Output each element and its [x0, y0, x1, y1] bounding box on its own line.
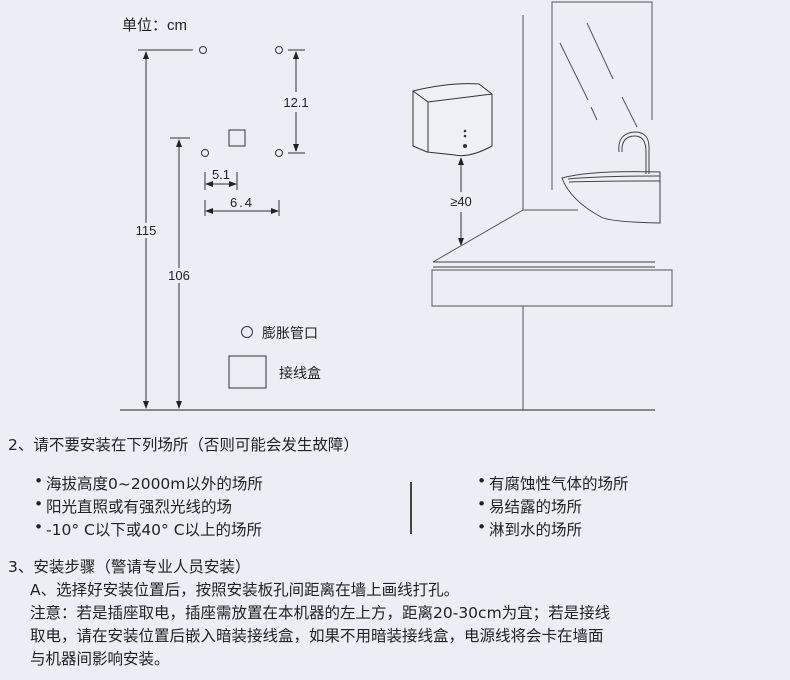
note-line: 取电，请在安装位置后嵌入暗装接线盒，如果不用暗装接线盒，电源线将会卡在墙面 — [30, 627, 604, 645]
anchor-hole-top-left — [199, 46, 207, 54]
legend-junction-box-icon — [228, 355, 267, 389]
anchor-hole-bottom-right — [275, 149, 283, 157]
column-divider — [410, 482, 412, 534]
bad-location-item: 海拔高度0~2000m以外的场所 — [46, 475, 263, 493]
note-line: 与机器间影响安装。 — [30, 650, 170, 668]
counter-front — [431, 269, 673, 307]
unit-label: 单位：cm — [122, 17, 187, 34]
clearance-label: ≥40 — [450, 194, 472, 209]
mirror — [551, 1, 653, 190]
legend-anchor-label: 膨胀管口 — [262, 325, 318, 341]
bad-location-item: -10° C以下或40° C以上的场所 — [46, 521, 263, 539]
bad-location-item: 有腐蚀性气体的场所 — [489, 475, 629, 493]
section2-heading: 2、请不要安装在下列场所（否则可能会发生故障） — [8, 436, 359, 454]
installation-diagram: 单位：cm 115 106 12.1 5.1 6.4 ≥40 膨胀管口 接线盒 — [120, 1, 673, 411]
faucet-icon — [618, 131, 650, 174]
hand-dryer-icon — [412, 83, 493, 157]
dim-106-label: 106 — [168, 268, 190, 283]
anchor-hole-bottom-left — [201, 149, 209, 157]
dim-115-label: 115 — [136, 223, 157, 238]
bullet-icon: • — [477, 495, 487, 513]
anchor-hole-top-right — [275, 46, 283, 54]
bad-location-item: 易结露的场所 — [489, 498, 583, 516]
legend-junction-box-label: 接线盒 — [279, 365, 321, 381]
dim-6-4-label: 6.4 — [230, 195, 254, 210]
note-line: 注意：若是插座取电，插座需放置在本机器的左上方，距离20-30cm为宜；若是接线 — [30, 604, 611, 622]
bad-location-item: 阳光直照或有强烈光线的场 — [46, 498, 233, 516]
bullet-icon: • — [477, 518, 487, 536]
sink-icon — [561, 171, 661, 224]
dim-5-1-label: 5.1 — [212, 167, 230, 182]
junction-box-marker — [228, 129, 246, 147]
bullet-icon: • — [34, 472, 44, 490]
bullet-icon: • — [477, 472, 487, 490]
countertop — [432, 209, 578, 263]
bad-location-item: 淋到水的场所 — [489, 521, 583, 539]
bullet-icon: • — [34, 518, 44, 536]
legend-anchor-icon — [241, 326, 253, 338]
section3-heading: 3、安装步骤（警请专业人员安装） — [8, 558, 251, 576]
bullet-icon: • — [34, 495, 44, 513]
step-a-text: A、选择好安装位置后，按照安装板孔间距离在墙上画线打孔。 — [30, 581, 460, 599]
dim-12-1-label: 12.1 — [283, 95, 308, 110]
